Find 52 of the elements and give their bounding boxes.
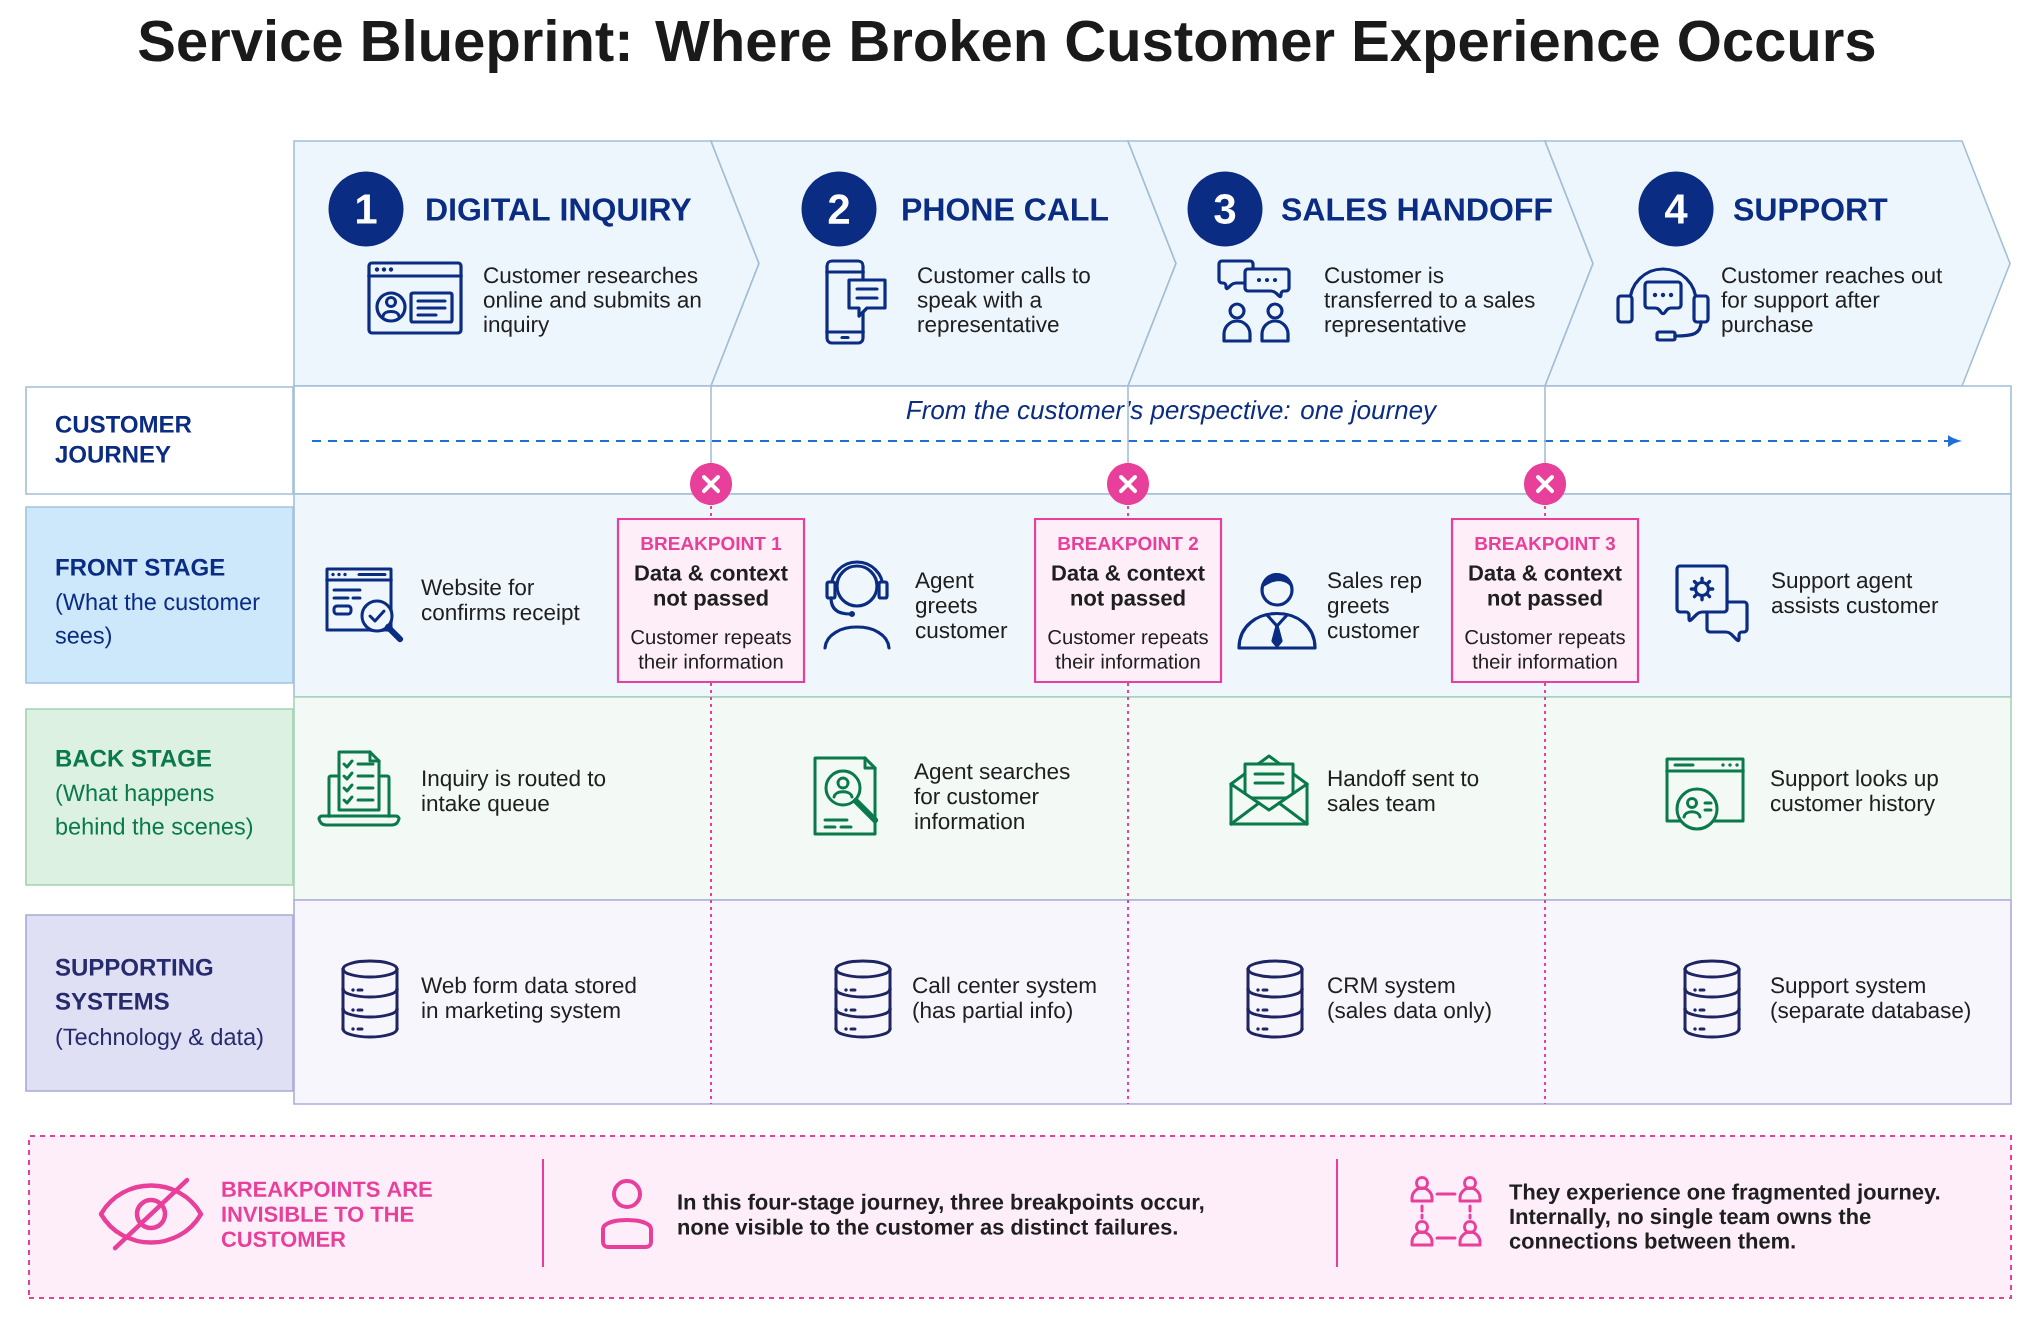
stage-description: Customer reaches out for support after purchase — [1721, 266, 1943, 337]
stage-description: Customer calls to speak with a representative — [917, 266, 1090, 337]
breakpoint-label: BREAKPOINT 3 — [1475, 536, 1616, 551]
breakpoint-box — [1450, 517, 1640, 684]
lane-heading: BACK STAGE — [56, 749, 211, 767]
breakpoint-note: Customer repeats their information — [1465, 629, 1625, 669]
callout-text: They experience one fragmented journey. Internally, no single team owns the connections between them. — [1509, 1183, 1940, 1249]
stage-title: SALES HANDOFF — [1281, 198, 1552, 221]
swimlane-band — [293, 899, 2012, 1105]
step-text: Sales rep greets customer — [1327, 571, 1422, 639]
breakpoint-heading: Data & context not passed — [1052, 565, 1205, 611]
step-text: Support agent assists customer — [1772, 572, 1939, 614]
stage-title: DIGITAL INQUIRY — [427, 198, 692, 227]
lane-label-box — [25, 708, 294, 886]
step-text: Inquiry is routed to intake queue — [422, 769, 606, 816]
lane-heading: SUPPORTING SYSTEMS — [55, 958, 213, 1010]
lane-label-box — [25, 506, 294, 684]
lane-subtitle: (What happens behind the scenes) — [56, 783, 253, 840]
breakpoint-box — [1033, 517, 1223, 684]
step-text: Website for confirms receipt — [421, 578, 580, 625]
journey-caption: From the customer’s perspective: one journey — [906, 400, 1438, 425]
stage-panel — [293, 140, 760, 387]
lane-label: CUSTOMER JOURNEY — [25, 386, 294, 495]
swimlane-band — [293, 696, 2012, 901]
lane-subtitle: (Technology & data) — [56, 1027, 263, 1050]
breakpoint-label: BREAKPOINT 1 — [641, 536, 782, 551]
stage-description: Customer researches online and submits an inquiry — [483, 266, 701, 337]
step-text: Web form data stored in marketing system — [421, 976, 636, 1023]
step-text: Agent searches for customer information — [914, 762, 1070, 830]
breakpoint-box — [616, 517, 806, 684]
step-text: Call center system (has partial info) — [913, 976, 1096, 1023]
breakpoint-note: Customer repeats their information — [631, 629, 791, 669]
lane-subtitle: (What the customer sees) — [55, 592, 260, 649]
step-text: Agent greets customer — [915, 572, 1008, 639]
diagram-title: Service Blueprint: Where Broken Customer Experience Occurs — [138, 18, 1875, 74]
lane-label-box — [25, 914, 294, 1092]
callout-banner — [28, 1135, 2012, 1299]
stage-title: SUPPORT — [1733, 198, 1888, 221]
step-text: CRM system (sales data only) — [1328, 977, 1491, 1023]
stage-title: PHONE CALL — [903, 198, 1108, 221]
callout-heading: BREAKPOINTS ARE INVISIBLE TO THE CUSTOMER — [221, 1181, 432, 1247]
stage-description: Customer is transferred to a sales representative — [1324, 266, 1535, 337]
swimlane-band — [293, 493, 2012, 698]
step-text: Support system (separate database) — [1771, 977, 1970, 1023]
step-text: Support looks up customer history — [1771, 769, 1938, 816]
breakpoint-note: Customer repeats their information — [1048, 629, 1208, 669]
breakpoint-heading: Data & context not passed — [1469, 565, 1622, 611]
breakpoint-label: BREAKPOINT 2 — [1058, 536, 1198, 551]
step-text: Handoff sent to sales team — [1327, 769, 1479, 812]
breakpoint-heading: Data & context not passed — [635, 565, 788, 611]
lane-heading: FRONT STAGE — [56, 558, 225, 576]
callout-text: In this four-stage journey, three breakpoints occur, none visible to the customer as distinct failures. — [678, 1193, 1204, 1235]
